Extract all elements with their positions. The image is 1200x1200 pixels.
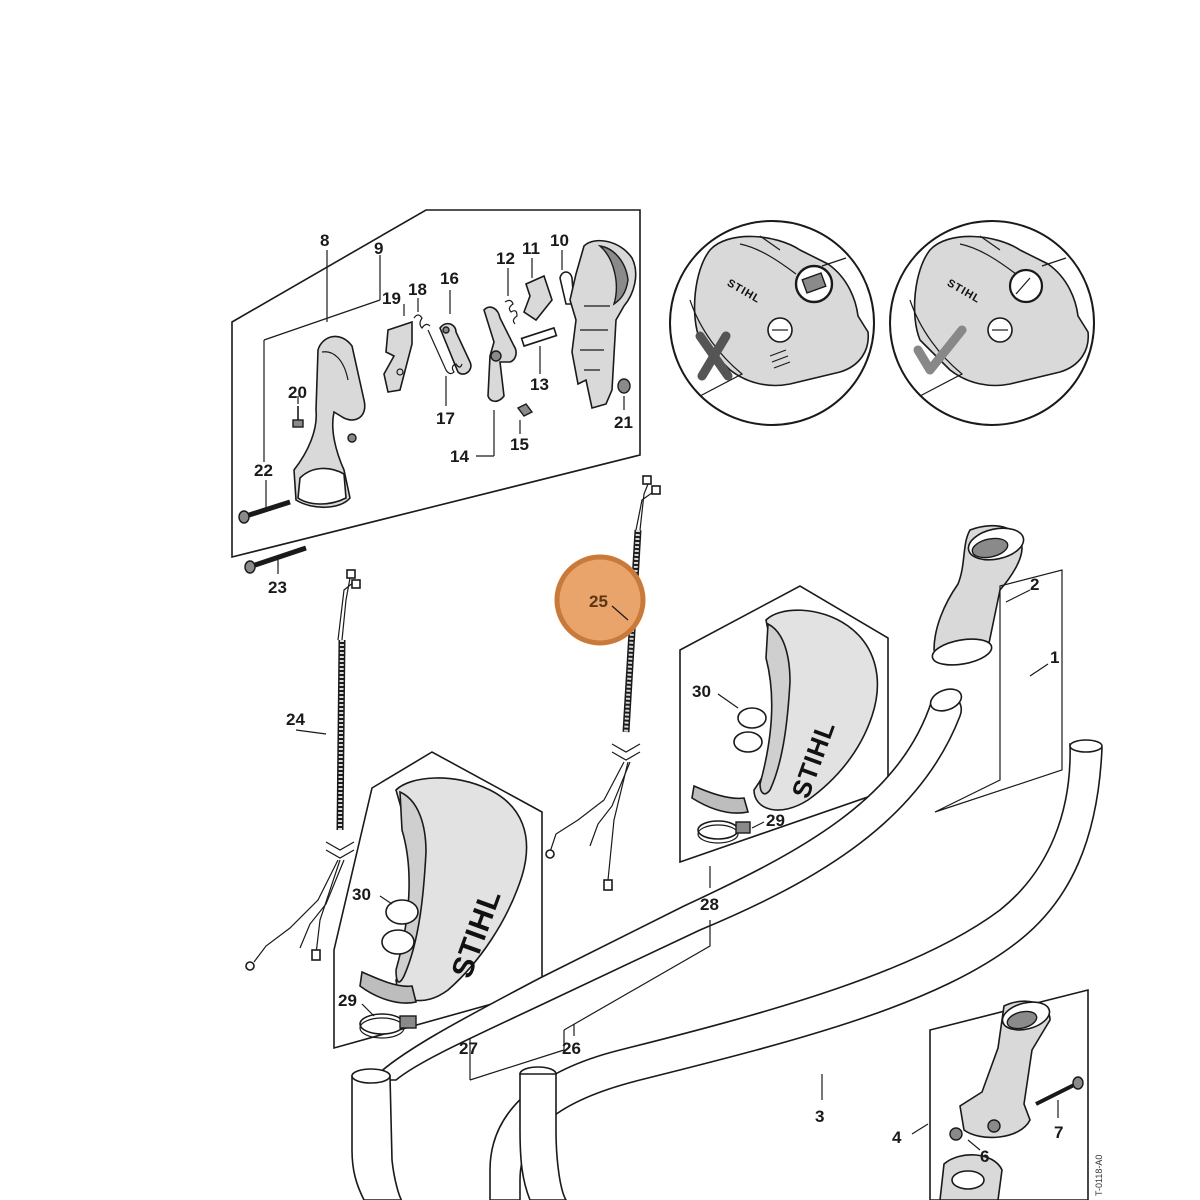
callout-19: 19 — [382, 289, 401, 308]
callout-17: 17 — [436, 409, 455, 428]
spring-part-15 — [516, 403, 534, 417]
callout-25: 25 — [589, 592, 608, 611]
leader-lines — [265, 250, 1059, 1151]
callout-29-right: 29 — [766, 811, 785, 830]
callout-18: 18 — [408, 280, 427, 299]
callout-24: 24 — [286, 710, 305, 729]
callout-30-left: 30 — [352, 885, 371, 904]
hose-clamp-part-29-right — [697, 820, 751, 844]
callout-20: 20 — [288, 383, 307, 402]
callout-16: 16 — [440, 269, 459, 288]
callout-21: 21 — [614, 413, 633, 432]
control-cable-part-24 — [245, 569, 361, 971]
callout-22: 22 — [254, 461, 273, 480]
detail-correct-circle: STIHL — [889, 220, 1095, 426]
handlebar-tube-part-3 — [351, 739, 1103, 1200]
clamp-part-4-lower — [939, 1154, 1003, 1200]
handle-housing-part — [293, 335, 366, 509]
nut-part-6 — [949, 1127, 963, 1141]
check-mark-icon — [913, 325, 967, 375]
torsion-spring-part-17 — [427, 329, 463, 375]
screw-part-7 — [1035, 1076, 1084, 1106]
callout-23: 23 — [268, 578, 287, 597]
callout-6: 6 — [980, 1147, 989, 1166]
pin-part-13 — [520, 326, 558, 348]
callout-13: 13 — [530, 375, 549, 394]
detail-incorrect-circle: STIHL — [669, 220, 875, 426]
hose-clamp-part-29-left — [359, 1013, 417, 1039]
leader-26-28-bracket — [563, 920, 711, 1031]
throttle-trigger-part-19 — [383, 320, 413, 393]
leader-26-bracket — [469, 1030, 565, 1081]
switch-part-11 — [523, 274, 553, 322]
cross-mark-icon — [695, 331, 733, 381]
callout-4: 4 — [892, 1128, 902, 1147]
callout-15: 15 — [510, 435, 529, 454]
assembly-frame-8 — [231, 209, 641, 559]
spring-part-12 — [504, 299, 518, 325]
callout-1: 1 — [1050, 648, 1059, 667]
callout-7: 7 — [1054, 1123, 1063, 1142]
leader-9-bracket — [263, 299, 381, 341]
nut-part-21 — [617, 378, 631, 394]
handle-grip-part-2 — [931, 524, 1025, 666]
callout-14: 14 — [450, 447, 469, 466]
left-handle-assembly-27: STIHL — [333, 751, 543, 1080]
spring-part-18 — [413, 314, 431, 329]
callout-11: 11 — [522, 239, 540, 258]
control-handle-assembly-group — [231, 209, 641, 559]
callout-29-left: 29 — [338, 991, 357, 1010]
assembly-frame-28 — [679, 585, 889, 864]
highlight-marker-25 — [554, 554, 646, 646]
callout-2: 2 — [1030, 575, 1039, 594]
screw-part-20 — [292, 406, 304, 428]
screw-part-22 — [238, 499, 291, 524]
assembly-frame-1 — [934, 569, 1063, 813]
handlebar-tube-part-1 — [370, 688, 963, 1081]
lever-part-14 — [483, 306, 517, 403]
callout-27: 27 — [459, 1039, 478, 1058]
screw-part-23 — [244, 545, 307, 574]
callout-26: 26 — [562, 1039, 581, 1058]
callout-30-right: 30 — [692, 682, 711, 701]
handle-shell-part — [569, 239, 637, 410]
callout-8: 8 — [320, 231, 329, 250]
right-handle-assembly-28: STIHL — [679, 585, 889, 888]
callout-28: 28 — [700, 895, 719, 914]
control-cable-part-25 — [545, 475, 661, 891]
callout-12: 12 — [496, 249, 515, 268]
grip-assembly-part-4 — [929, 988, 1089, 1200]
callout-3: 3 — [815, 1107, 824, 1126]
callout-labels: 2 1 3 4 6 7 8 9 10 11 12 13 14 15 16 17 … — [254, 231, 1063, 1166]
lever-part-16 — [439, 322, 472, 375]
callout-9: 9 — [374, 239, 383, 258]
callout-10: 10 — [550, 231, 569, 250]
drawing-code: T-0118-A0 — [1094, 1155, 1104, 1196]
